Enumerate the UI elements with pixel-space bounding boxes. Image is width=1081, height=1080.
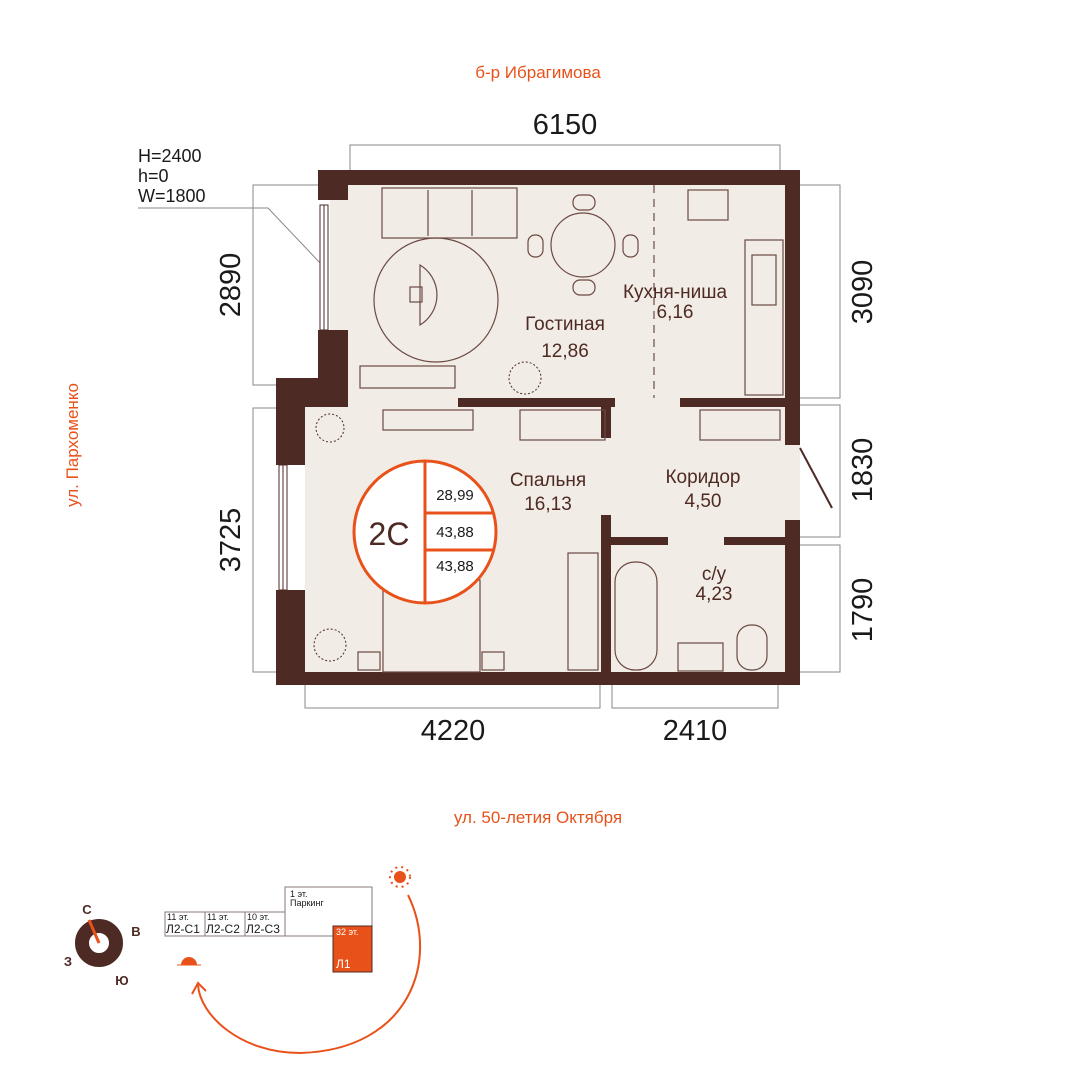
room-bathroom-area: 4,23 (696, 584, 733, 605)
compass-north: С (82, 902, 92, 917)
building-2-name: Л2-С2 (206, 922, 240, 936)
building-3-name: Л2-С3 (246, 922, 280, 936)
building-l1-floors: 32 эт. (336, 927, 359, 937)
arrow-head-icon (191, 981, 207, 995)
parking-floors: 1 эт. (290, 889, 308, 899)
room-corridor-area: 4,50 (685, 491, 722, 512)
building-3-floors: 10 эт. (247, 912, 270, 922)
room-bedroom-name: Спальня (510, 470, 586, 491)
window-sill: h=0 (138, 166, 169, 186)
parking-name: Паркинг (290, 898, 324, 908)
dim-top: 6150 (533, 109, 598, 141)
dim-left-lower: 3725 (215, 508, 247, 573)
building-1-name: Л2-С1 (166, 922, 200, 936)
room-living-name: Гостиная (525, 314, 605, 335)
dim-right-upper: 3090 (847, 260, 879, 325)
room-kitchen-name: Кухня-ниша (623, 282, 728, 303)
dim-bottom-right: 2410 (663, 715, 728, 747)
compass: С В З Ю (64, 902, 141, 988)
sunrise-icon (389, 866, 411, 888)
window-width: W=1800 (138, 186, 206, 206)
compass-west: З (64, 954, 72, 969)
compass-south: Ю (115, 973, 128, 988)
sun-path-arc (197, 894, 422, 1055)
north-arrow-icon (87, 919, 101, 944)
dim-right-lower: 1790 (847, 578, 879, 643)
sunset-icon (177, 957, 201, 966)
dimension-lines (138, 144, 841, 709)
walls (276, 170, 800, 685)
dim-right-middle: 1830 (847, 438, 879, 503)
room-kitchen-area: 6,16 (657, 302, 694, 323)
badge-area-1: 28,99 (436, 487, 474, 504)
compass-east: В (131, 924, 140, 939)
window-height: H=2400 (138, 146, 202, 166)
room-corridor-name: Коридор (665, 467, 740, 488)
windows (278, 204, 833, 591)
site-plan: 11 эт. Л2-С1 11 эт. Л2-С2 10 эт. Л2-С3 1… (164, 866, 422, 1055)
badge-area-2: 43,88 (436, 524, 474, 541)
room-bedroom-area: 16,13 (524, 494, 572, 515)
dim-bottom-left: 4220 (421, 715, 486, 747)
street-bottom: ул. 50-летия Октября (454, 808, 622, 827)
apartment-type: 2С (369, 516, 410, 552)
furniture (313, 187, 784, 673)
street-left: ул. Пархоменко (63, 383, 82, 507)
badge-area-3: 43,88 (436, 558, 474, 575)
building-1-floors: 11 эт. (167, 912, 189, 922)
apartment-badge: 2С 28,99 43,88 43,88 (352, 459, 498, 605)
street-top: б-р Ибрагимова (475, 63, 601, 82)
room-bathroom-name: с/у (702, 564, 727, 585)
room-living-area: 12,86 (541, 341, 589, 362)
building-l1-name: Л1 (336, 957, 351, 971)
dim-left-upper: 2890 (215, 253, 247, 318)
building-2-floors: 11 эт. (207, 912, 229, 922)
